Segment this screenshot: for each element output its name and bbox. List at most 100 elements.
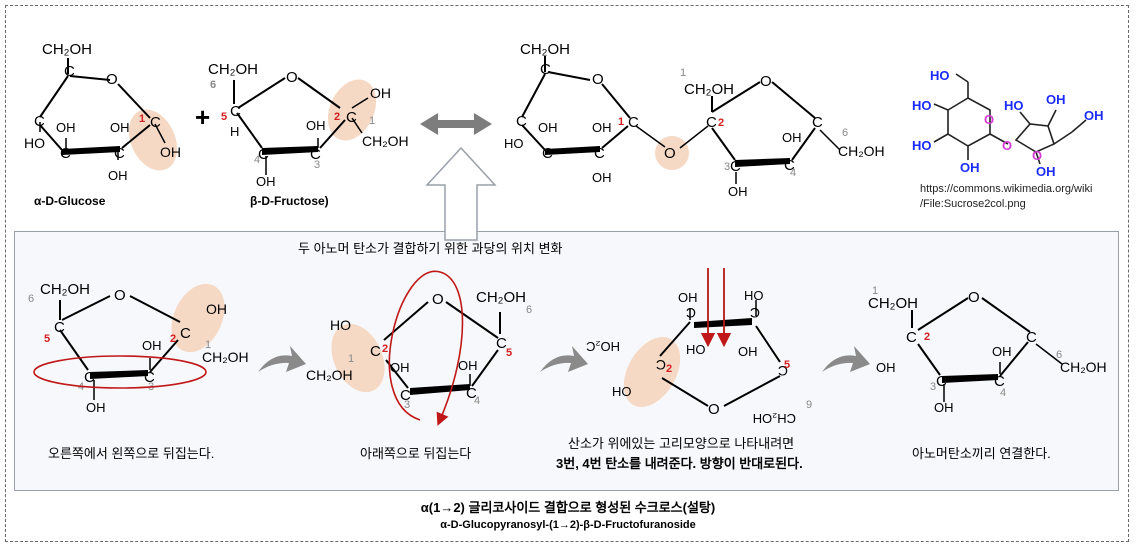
svg-text:4: 4 [1000,387,1006,399]
svg-text:HO: HO [686,342,706,357]
svg-text:OH: OH [390,360,410,375]
svg-text:1: 1 [680,67,686,79]
svg-text:C: C [370,343,381,360]
svg-text:OH: OH [142,338,162,353]
svg-text:CH₂OH: CH₂OH [202,349,249,365]
svg-text:3: 3 [930,381,936,393]
svg-text:CH₂OH: CH₂OH [838,143,885,159]
caption-step1: 오른쪽에서 왼쪽으로 뒤집는다. [48,446,214,461]
svg-text:HO: HO [912,138,932,153]
svg-text:9: 9 [806,399,812,411]
svg-text:CH₂OH: CH₂OH [476,289,526,306]
svg-text:CH₂OH: CH₂OH [684,81,734,98]
svg-text:6: 6 [210,79,216,91]
svg-text:HO: HO [912,98,932,113]
svg-text:HO: HO [504,136,524,151]
curved-arrow-3 [822,346,870,372]
glucose-label: α-D-Glucose [34,194,106,208]
svg-text:C: C [144,369,155,386]
svg-text:C: C [310,146,321,163]
svg-text:OH: OH [538,120,558,135]
svg-text:O: O [760,73,772,90]
svg-text:1: 1 [348,353,354,365]
caption-step4: 아노머탄소끼리 연결한다. [912,446,1051,461]
svg-text:C: C [812,114,823,131]
source-link-line1: https://commons.wikimedia.org/wiki [920,183,1092,195]
g-c3: C [60,145,71,162]
svg-text:OH: OH [992,344,1012,359]
svg-text:C: C [906,329,917,346]
svg-text:HO: HO [330,317,351,333]
svg-text:HO: HO [930,68,950,83]
svg-text:HO: HO [612,384,632,399]
svg-text:3: 3 [314,159,320,171]
svg-text:C: C [258,146,269,163]
svg-text:1: 1 [205,339,211,351]
source-link-line2: /File:Sucrose2col.png [920,198,1026,210]
caption-step2: 아래쪽으로 뒤집는다 [360,446,471,461]
footer-title: α(1→2) 글리코사이드 결합으로 형성된 수크로스(설탕) [421,500,715,515]
plus-sign: + [195,102,210,132]
svg-text:C: C [686,305,696,321]
svg-text:C: C [466,385,477,402]
caption-step3-line2: 3번, 4번 탄소를 내려준다. 방향이 반대로된다. [556,456,803,471]
svg-text:O: O [432,291,444,308]
svg-text:C: C [656,357,666,373]
svg-text:CH₂OH: CH₂OH [362,133,409,149]
svg-text:O: O [664,145,676,162]
svg-text:O: O [286,69,298,86]
svg-text:2: 2 [718,117,724,129]
glucose-structure: CH₂OH C O C C 1 HO OH OH C C OH OH [24,41,181,183]
svg-text:C: C [594,145,605,162]
svg-text:C: C [706,114,717,131]
svg-text:OH: OH [458,358,478,373]
svg-text:OH: OH [306,118,326,133]
svg-text:6: 6 [842,127,848,139]
svg-text:CH₂OH: CH₂OH [1060,359,1107,375]
svg-text:O: O [984,112,994,127]
svg-text:CH₂OH: CH₂OH [520,41,570,58]
step1-structure: CH₂OH 6 C 5 O C 2 OH 1 CH₂OH OH C 4 OH C… [28,281,249,415]
svg-text:OH: OH [678,290,698,305]
figure-frame [5,5,1129,542]
sucrose-wikimedia-image: HO HO HO OH O O O HO OH OH OH [912,68,1104,179]
svg-text:4: 4 [254,154,260,166]
svg-text:O: O [708,401,720,418]
svg-text:5: 5 [506,347,512,359]
svg-text:C: C [230,103,241,120]
svg-text:CH₂OH: CH₂OH [753,411,796,426]
svg-text:C: C [542,145,553,162]
panel-header: 두 아노머 탄소가 결합하기 위한 과당의 위치 변화 [298,241,563,256]
svg-text:5: 5 [221,111,227,123]
sucrose-structure: CH₂OH C O C HO OH OH C C OH C 1 O 1 CH₂O… [504,41,885,199]
svg-text:O: O [592,71,604,88]
svg-text:OH: OH [256,174,276,189]
g-c3-oh: OH [56,120,76,135]
svg-text:OH: OH [1036,164,1056,179]
svg-text:2: 2 [924,331,930,343]
svg-text:1: 1 [872,285,878,297]
svg-text:C: C [750,305,760,321]
g-c4-oh: HO [24,135,45,151]
svg-text:5: 5 [44,333,50,345]
svg-text:C: C [994,373,1005,390]
svg-text:2: 2 [334,111,340,123]
svg-text:OH: OH [738,344,758,359]
g-c4: C [34,113,45,130]
step2-structure: CH₂OH 6 O C 5 C 2 1 HO CH₂OH C 3 OH C 4 … [306,270,532,426]
svg-text:CH₂OH: CH₂OH [208,61,258,78]
svg-text:O: O [968,289,980,306]
svg-text:C: C [540,61,551,78]
g-c1-number: 1 [139,113,145,125]
svg-text:HO: HO [1004,98,1024,113]
footer-subtitle: α-D-Glucopyranosyl-(1→2)-β-D-Fructofuran… [440,519,696,531]
svg-text:HO₂C: HO₂C [586,339,620,354]
svg-text:OH: OH [728,184,748,199]
svg-text:C: C [784,157,795,174]
svg-text:C: C [516,113,527,130]
svg-text:C: C [400,387,411,404]
svg-text:C: C [628,114,639,131]
svg-text:O: O [1002,138,1012,153]
svg-text:C: C [1026,329,1037,346]
